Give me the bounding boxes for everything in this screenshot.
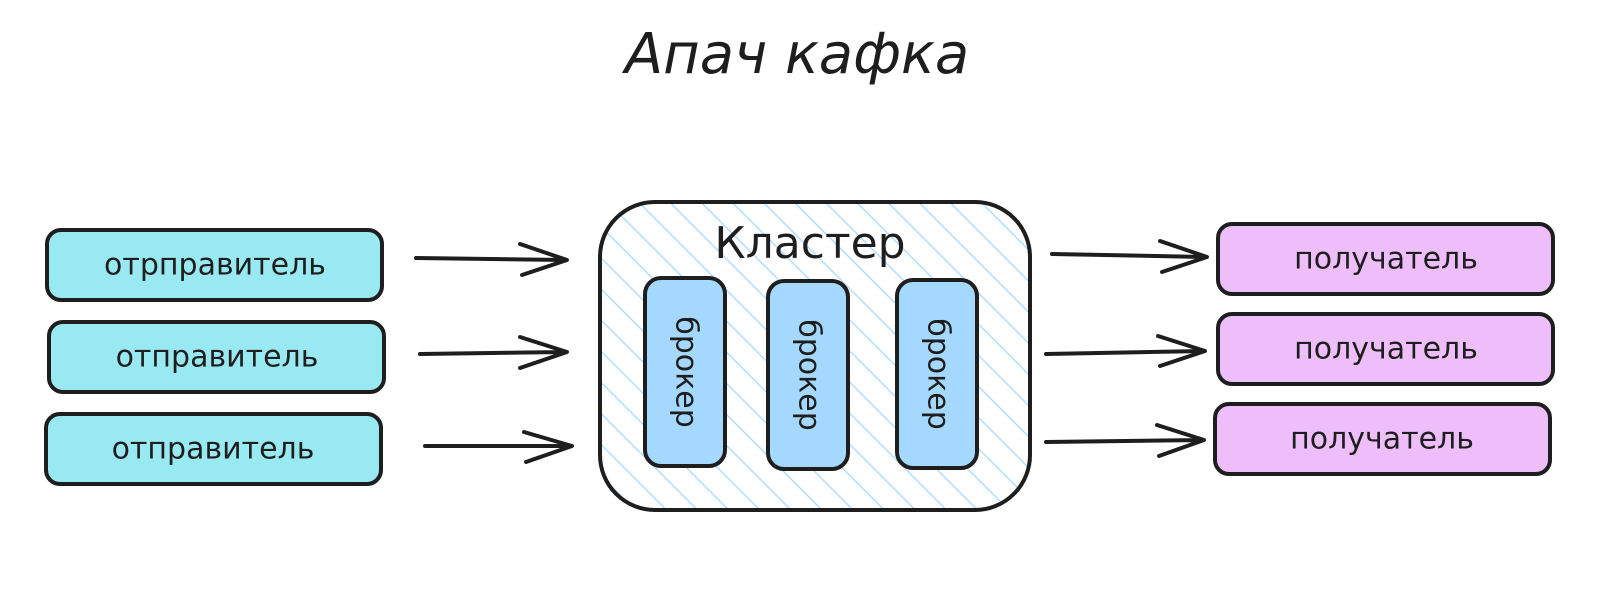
- broker-label: брокер: [669, 316, 704, 428]
- receiver-label: получатель: [1290, 422, 1474, 457]
- arrow-sender-3: [423, 430, 574, 464]
- sender-box[interactable]: отрправитель: [45, 228, 384, 302]
- receiver-box[interactable]: получатель: [1213, 402, 1552, 476]
- receiver-label: получатель: [1294, 332, 1478, 367]
- cluster-label: Кластер: [714, 218, 905, 269]
- broker-box[interactable]: брокер: [895, 278, 979, 470]
- receiver-box[interactable]: получатель: [1216, 222, 1555, 296]
- arrow-receiver-2: [1044, 334, 1207, 368]
- diagram-title: Апач кафка: [622, 22, 969, 87]
- arrow-receiver-3: [1044, 423, 1206, 458]
- receiver-label: получатель: [1294, 242, 1478, 277]
- broker-box[interactable]: брокер: [766, 279, 850, 471]
- sender-label: отправитель: [112, 432, 315, 467]
- receiver-box[interactable]: получатель: [1216, 312, 1555, 386]
- sender-group: отрправитель отправитель отправитель: [44, 228, 386, 486]
- broker-label: брокер: [921, 318, 956, 430]
- receiver-group: получатель получатель получатель: [1213, 222, 1555, 476]
- arrow-sender-2: [418, 335, 569, 370]
- sender-box[interactable]: отправитель: [44, 412, 383, 486]
- receiver-arrows: [1044, 239, 1209, 458]
- sender-label: отрправитель: [104, 248, 326, 283]
- broker-box[interactable]: брокер: [643, 276, 727, 468]
- arrow-receiver-1: [1050, 239, 1209, 274]
- sender-box[interactable]: отправитель: [47, 320, 386, 394]
- arrow-sender-1: [414, 242, 569, 277]
- broker-label: брокер: [792, 319, 827, 431]
- broker-group: брокер брокер брокер: [643, 276, 979, 471]
- sender-arrows: [414, 242, 574, 464]
- sender-label: отправитель: [116, 340, 319, 375]
